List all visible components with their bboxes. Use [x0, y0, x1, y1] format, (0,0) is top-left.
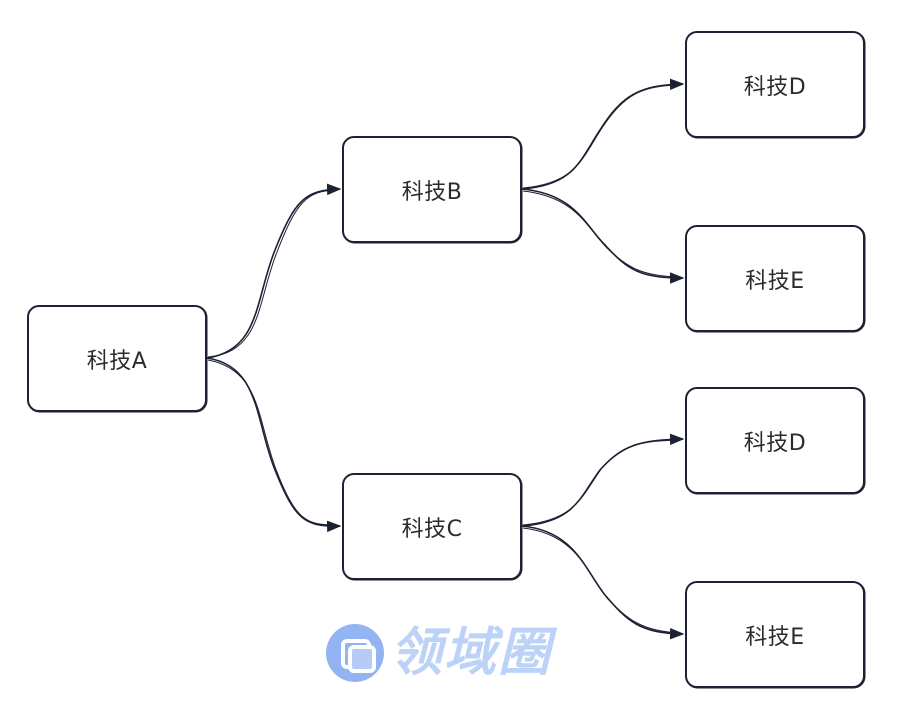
node-e-lower[interactable]: 科技E: [685, 581, 865, 688]
edge-b-d1-sketch: [522, 84, 680, 189]
node-d-upper[interactable]: 科技D: [685, 31, 865, 138]
node-c-label: 科技C: [401, 516, 463, 542]
edge-a-b-sketch: [207, 189, 337, 358]
edge-a-c: [206, 357, 342, 533]
node-b[interactable]: 科技B: [342, 136, 522, 243]
edge-b-e1-sketch: [522, 190, 680, 278]
edge-b-d1: [521, 78, 685, 190]
node-c[interactable]: 科技C: [342, 473, 522, 580]
node-a[interactable]: 科技A: [27, 305, 207, 412]
node-a-label: 科技A: [86, 348, 148, 374]
node-d-lower-label: 科技D: [743, 430, 807, 456]
watermark-text: 领域圈: [390, 623, 553, 683]
edge-a-c-sketch: [207, 359, 337, 526]
node-b-label: 科技B: [401, 179, 463, 205]
edge-c-e2: [521, 525, 685, 640]
edge-c-e2-sketch: [522, 527, 680, 634]
edge-b-e1: [521, 188, 685, 284]
node-d-upper-label: 科技D: [743, 74, 807, 100]
edge-c-d2-sketch: [522, 439, 680, 526]
overlapping-squares-icon: [326, 624, 384, 682]
watermark: 领域圈: [326, 624, 552, 682]
node-e-lower-label: 科技E: [745, 624, 805, 650]
edge-a-b: [206, 183, 342, 359]
node-e-upper[interactable]: 科技E: [685, 225, 865, 332]
edge-c-d2: [521, 433, 685, 527]
node-d-lower[interactable]: 科技D: [685, 387, 865, 494]
node-e-upper-label: 科技E: [745, 268, 805, 294]
